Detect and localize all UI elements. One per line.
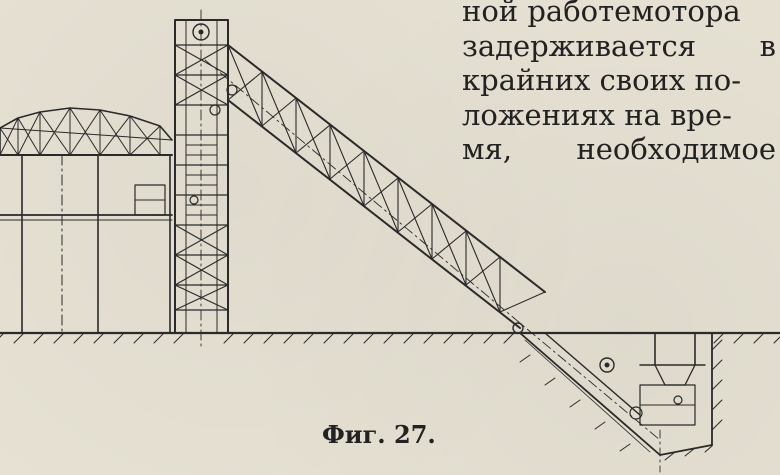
paragraph-text: ной работемотора задерживается в крайних…: [462, 0, 776, 167]
text-line: ложениях на вре-: [462, 97, 732, 132]
ground-line: [0, 331, 780, 344]
underground-shaft: [519, 332, 661, 456]
figure-caption: Фиг. 27.: [322, 420, 436, 449]
inclined-conveyor-truss: [204, 44, 661, 441]
elevator-tower: [174, 9, 229, 351]
text-line: задерживается в: [462, 28, 776, 63]
text-line: ной работемотора: [462, 0, 741, 28]
text-line: мя, необходимое: [462, 132, 776, 166]
text-line: крайних своих по-: [462, 63, 742, 97]
receiving-pit: [519, 332, 723, 473]
storage-building: [0, 107, 173, 334]
